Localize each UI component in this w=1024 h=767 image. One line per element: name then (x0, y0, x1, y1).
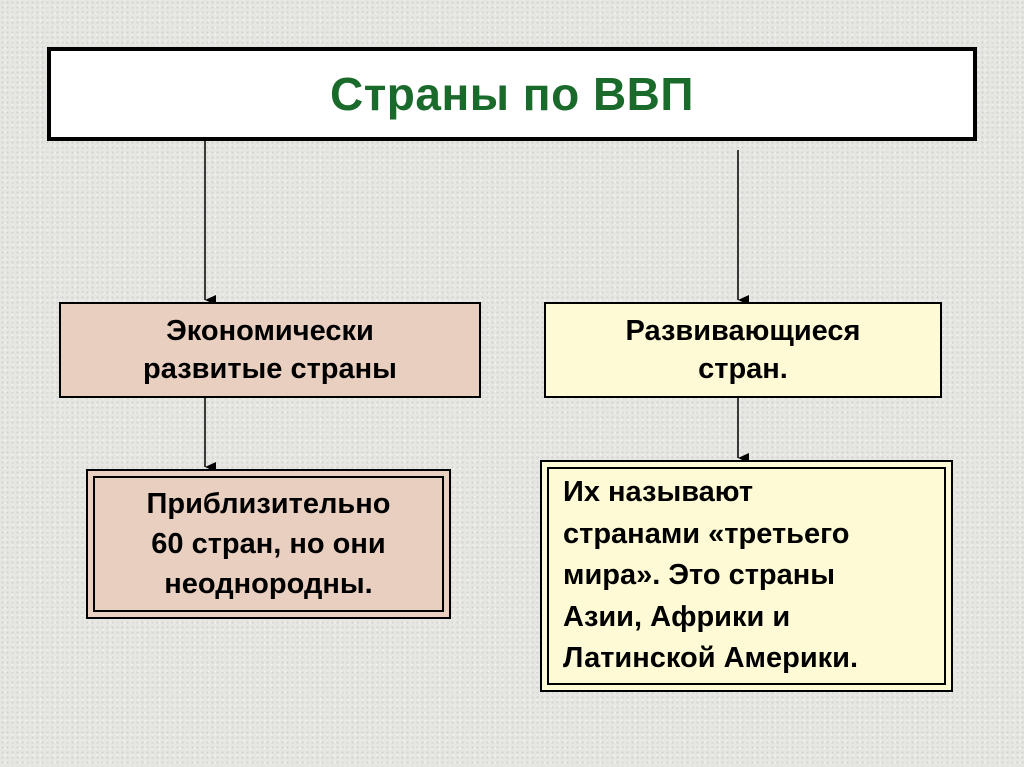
developed-detail-inner: Приблизительно 60 стран, но они неодноро… (93, 476, 444, 612)
developing-countries-box: Развивающиеся стран. (544, 302, 942, 398)
developing-detail-box: Их называют странами «третьего мира». Эт… (540, 460, 953, 692)
developing-detail-inner: Их называют странами «третьего мира». Эт… (547, 467, 946, 685)
developed-detail-box: Приблизительно 60 стран, но они неодноро… (86, 469, 451, 619)
diagram-title: Страны по ВВП (330, 68, 694, 120)
developed-countries-label: Экономически развитые страны (143, 315, 397, 385)
developed-countries-box: Экономически развитые страны (59, 302, 481, 398)
developing-countries-label: Развивающиеся стран. (625, 315, 861, 385)
developed-detail-text: Приблизительно 60 стран, но они неодноро… (146, 488, 391, 600)
title-box: Страны по ВВП (47, 47, 977, 141)
developing-detail-text: Их называют странами «третьего мира». Эт… (563, 476, 859, 675)
